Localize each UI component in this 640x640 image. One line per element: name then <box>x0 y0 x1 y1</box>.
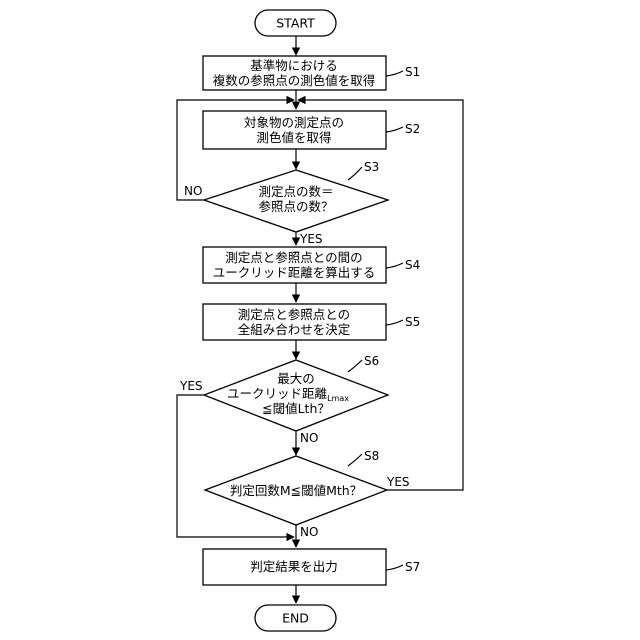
s6-no-label: NO <box>300 431 318 445</box>
s3-no-label: NO <box>184 184 202 198</box>
s7-line1: 判定結果を出力 <box>250 559 338 574</box>
s2-label: S2 <box>405 122 420 136</box>
s8-no-label: NO <box>300 525 318 539</box>
s6-line1: 最大の <box>277 371 315 386</box>
decision-s6: 最大の ユークリッド距離Lmax ≦閾値Lth？ S6 YES NO <box>179 354 388 445</box>
s4-leader <box>386 263 403 268</box>
step-s2: 対象物の測定点の 測色値を取得 S2 <box>203 111 420 149</box>
s3-leader <box>348 167 362 180</box>
s2-line1: 対象物の測定点の <box>244 115 344 130</box>
s1-line2: 複数の参照点の測色値を取得 <box>213 73 376 88</box>
s6-line2-sub: Lmax <box>327 394 349 403</box>
s3-yes-label: YES <box>299 232 323 246</box>
s4-label: S4 <box>405 258 420 272</box>
decision-s8: 判定回数M≦閾値Mth？ S8 YES NO <box>205 449 410 539</box>
s1-line1: 基準物における <box>250 58 338 73</box>
s7-leader <box>386 565 403 570</box>
step-s5: 測定点と参照点との 全組み合わせを決定 S5 <box>203 304 420 340</box>
step-s7: 判定結果を出力 S7 <box>203 549 420 585</box>
s3-line1: 測定点の数＝ <box>258 184 333 199</box>
s3-line2: 参照点の数？ <box>258 199 333 214</box>
s6-yes-label: YES <box>179 379 203 393</box>
end-text: END <box>282 611 309 626</box>
s1-leader <box>386 71 403 76</box>
s3-label: S3 <box>364 160 379 174</box>
s7-label: S7 <box>405 560 420 574</box>
s6-leader <box>348 360 362 372</box>
s5-line2: 全組み合わせを決定 <box>238 322 351 337</box>
s4-line1: 測定点と参照点との間の <box>225 250 362 265</box>
s8-label: S8 <box>364 449 379 463</box>
s2-line2: 測色値を取得 <box>256 130 331 145</box>
s5-label: S5 <box>405 315 420 329</box>
s5-line1: 測定点と参照点との <box>238 307 350 322</box>
s8-leader <box>348 454 362 466</box>
start-text: START <box>276 16 315 31</box>
s8-line1: 判定回数M≦閾値Mth？ <box>230 483 362 498</box>
s4-line2: ユークリッド距離を算出する <box>213 265 376 280</box>
s6-line2-main: ユークリッド距離 <box>227 386 328 401</box>
s1-label: S1 <box>405 65 420 79</box>
s2-leader <box>386 127 403 132</box>
loop-s8-yes <box>298 100 463 490</box>
end-terminal: END <box>255 605 336 631</box>
step-s4: 測定点と参照点との間の ユークリッド距離を算出する S4 <box>203 247 420 283</box>
s6-label: S6 <box>364 354 379 368</box>
s8-yes-label: YES <box>386 475 410 489</box>
s6-line3: ≦閾値Lth？ <box>262 401 330 416</box>
s5-leader <box>386 320 403 325</box>
start-terminal: START <box>255 10 336 36</box>
decision-s3: 測定点の数＝ 参照点の数？ S3 NO YES <box>184 160 388 246</box>
step-s1: 基準物における 複数の参照点の測色値を取得 S1 <box>203 56 420 90</box>
